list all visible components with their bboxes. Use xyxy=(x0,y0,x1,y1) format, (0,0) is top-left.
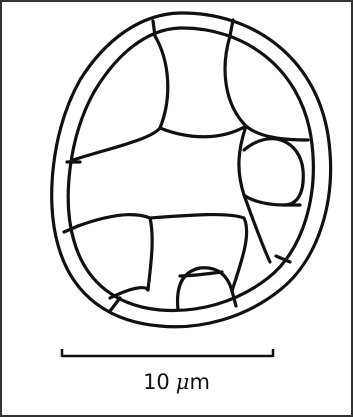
scale-bar xyxy=(62,349,273,357)
cell-wall-top xyxy=(73,36,168,160)
wall-connector-top-right xyxy=(230,20,233,36)
inner-wall xyxy=(68,28,313,311)
wall-connector-bottom-left xyxy=(110,298,120,311)
scale-bar-unit-suffix: m xyxy=(189,370,209,394)
cell-wall-inner-right-lobe xyxy=(244,139,303,205)
cell-wall-lower-curve xyxy=(150,215,247,291)
cell-wall-mid-left xyxy=(78,215,152,290)
wall-connector-bottom-right xyxy=(232,291,236,306)
cell-wall-center-top xyxy=(160,126,246,137)
cell-wall-bottom xyxy=(110,288,148,298)
cell-wall-top-right xyxy=(225,36,308,140)
scale-bar-value: 10 xyxy=(143,370,170,394)
scale-bar-unit-prefix: μ xyxy=(176,370,190,394)
wall-connector-top-left xyxy=(153,21,155,36)
